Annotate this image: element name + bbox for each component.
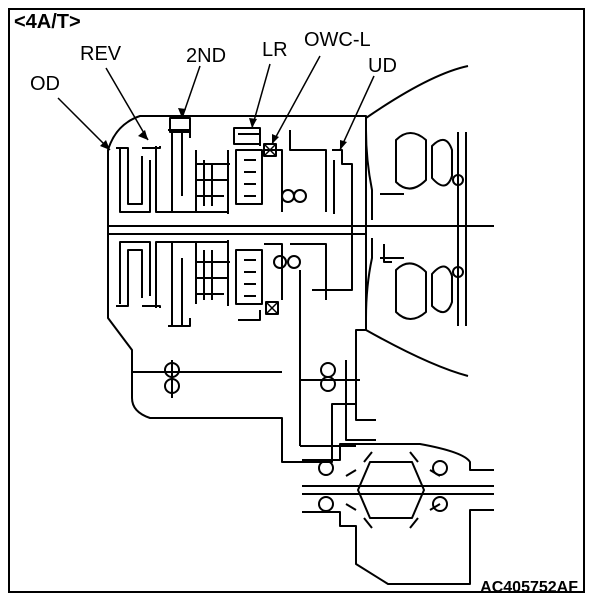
figure-frame xyxy=(8,8,585,593)
transfer-shaft xyxy=(132,360,376,447)
clutch-drums-lower xyxy=(116,241,230,327)
owc-l-upper-marker xyxy=(263,143,277,157)
clutch-drums-upper xyxy=(116,129,230,213)
label-od: OD xyxy=(30,73,60,95)
figure-title: <4A/T> xyxy=(14,11,81,33)
converter-housing xyxy=(365,65,469,377)
case-outline xyxy=(107,115,367,463)
label-rev: REV xyxy=(80,43,122,65)
leader-lines xyxy=(57,55,375,151)
label-owc-l: OWC-L xyxy=(304,29,371,51)
second-brake-box xyxy=(169,117,191,133)
converter-housing-inner xyxy=(365,129,373,319)
figure-code: AC405752AF xyxy=(480,579,578,596)
leader-arrowheads xyxy=(100,108,347,150)
lr-brake-box xyxy=(233,127,261,145)
planetary-gearsets xyxy=(227,130,348,446)
label-ud: UD xyxy=(368,55,397,77)
label-lr: LR xyxy=(262,39,288,61)
differential xyxy=(302,443,494,585)
label-2nd: 2ND xyxy=(186,45,227,67)
owc-l-lower-marker xyxy=(265,301,279,315)
torque-converter xyxy=(380,132,467,326)
